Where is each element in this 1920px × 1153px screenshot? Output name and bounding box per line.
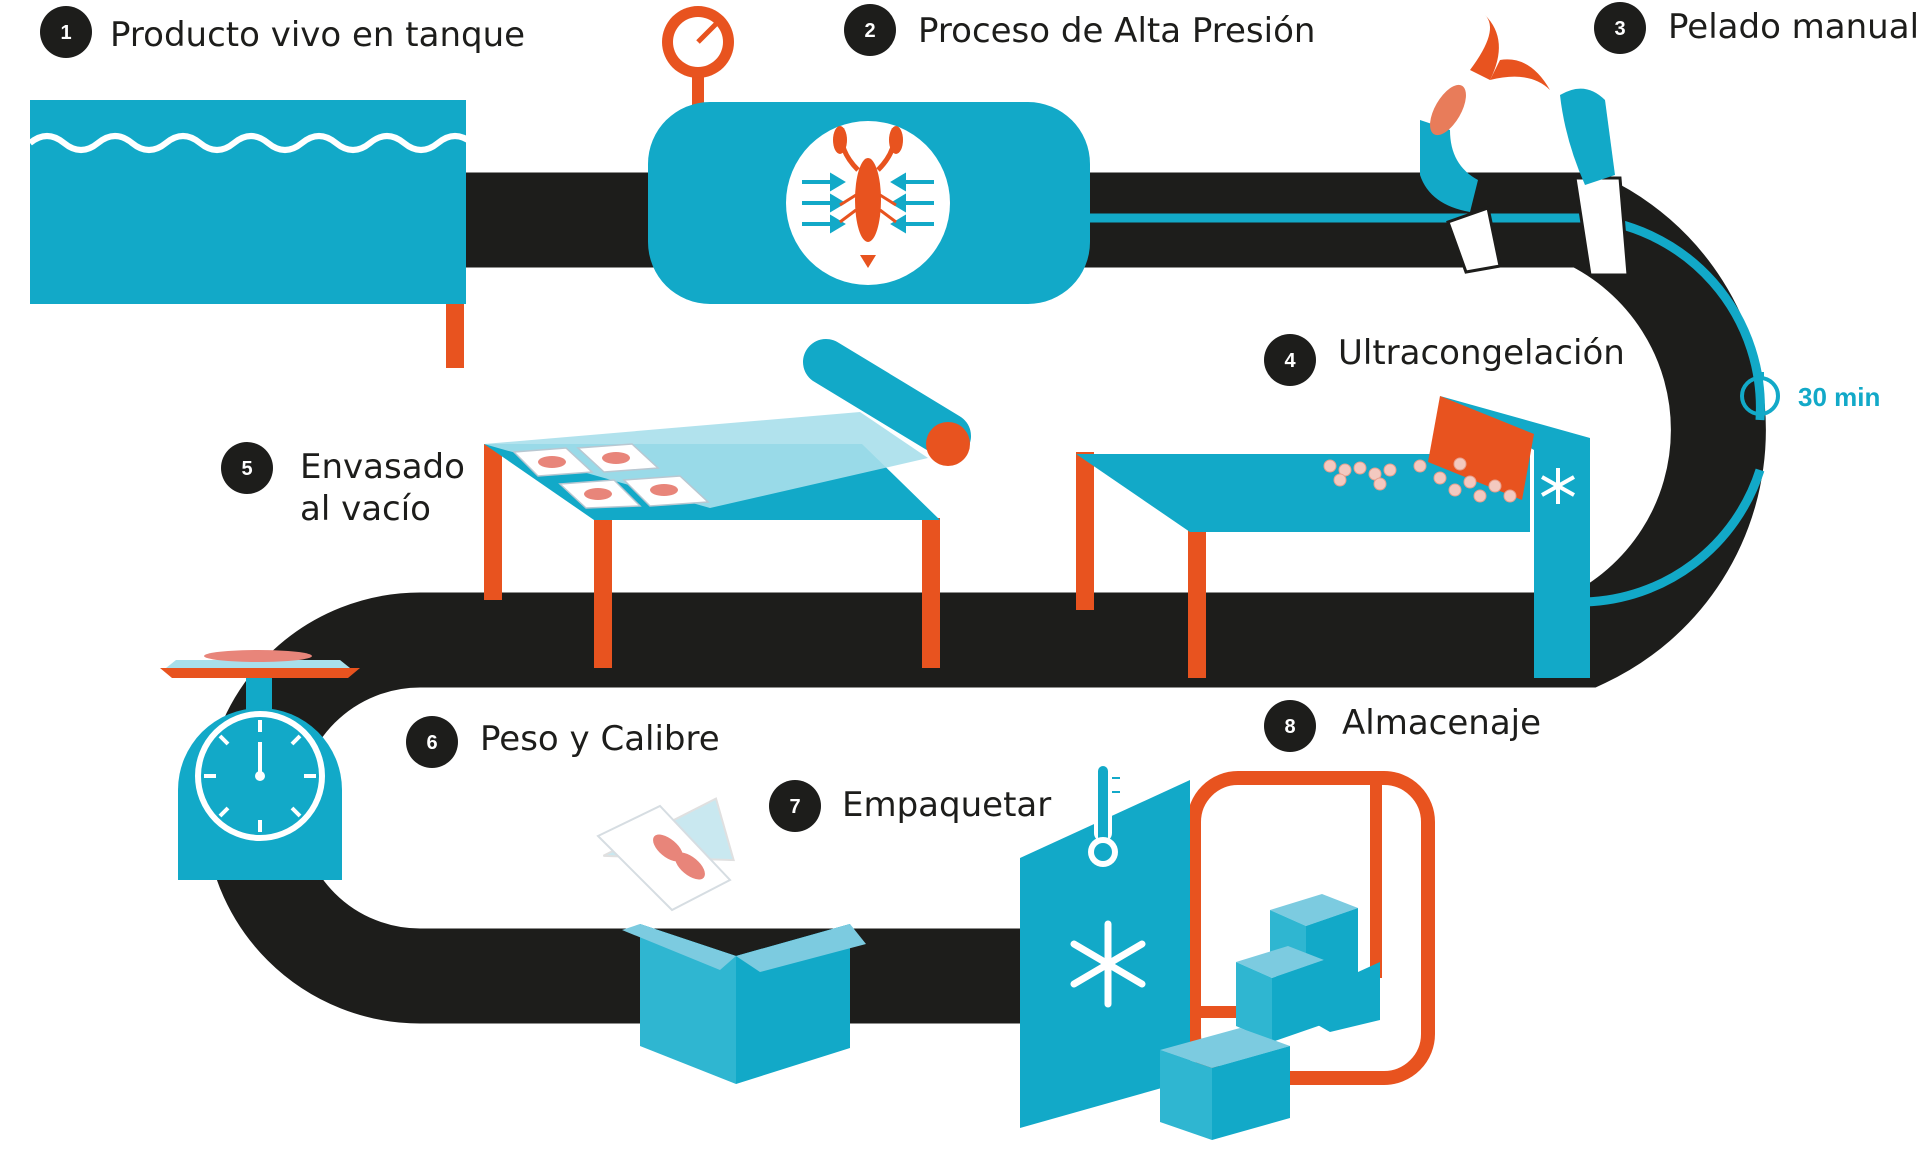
- timer-label: 30 min: [1798, 382, 1880, 412]
- lobster-icon: [833, 126, 903, 268]
- vacuum-pack-table-icon: [484, 339, 971, 668]
- step-2-badge: [844, 4, 896, 56]
- step-8-label: Almacenaje: [1342, 703, 1541, 743]
- weighing-scale-icon: [160, 650, 360, 880]
- step-5-label-line2: al vacío: [300, 489, 431, 529]
- step-7-number: 7: [789, 796, 800, 818]
- step-1-badge: [40, 6, 92, 58]
- pressure-chamber-icon: [648, 6, 1090, 304]
- step-5-number: 5: [241, 458, 252, 480]
- step-4-number: 4: [1284, 350, 1296, 372]
- step-6-badge: [406, 716, 458, 768]
- storage-boxes: [1160, 894, 1380, 1140]
- step-8-badge: [1264, 700, 1316, 752]
- step-2-label: Proceso de Alta Presión: [918, 11, 1315, 51]
- cardboard-box-icon: [596, 797, 866, 1084]
- step-1-number: 1: [60, 22, 71, 44]
- snowflake-icon: [1541, 468, 1575, 504]
- step-3-number: 3: [1614, 18, 1625, 40]
- thermometer-icon: [1088, 762, 1120, 867]
- step-5-label-line1: Envasado: [300, 447, 465, 487]
- cold-storage-icon: [1020, 762, 1435, 1140]
- step-7-label: Empaquetar: [842, 785, 1051, 825]
- freezer-table-icon: [1076, 396, 1590, 678]
- step-badges: 1 2 3 4 5 6 7 8: [40, 2, 1646, 832]
- snowflake-icon: [1070, 920, 1146, 1008]
- step-7-badge: [769, 780, 821, 832]
- water-tank-icon: [28, 100, 474, 368]
- step-4-label: Ultracongelación: [1338, 333, 1625, 373]
- step-1-label: Producto vivo en tanque: [110, 15, 525, 55]
- stopwatch-icon: [1740, 372, 1780, 416]
- step-3-badge: [1594, 2, 1646, 54]
- gloved-hands-icon: [1420, 15, 1630, 277]
- step-4-badge: [1264, 334, 1316, 386]
- step-6-label: Peso y Calibre: [480, 719, 720, 759]
- step-6-number: 6: [426, 732, 437, 754]
- step-2-number: 2: [864, 20, 875, 42]
- step-3-label: Pelado manual: [1668, 7, 1919, 47]
- step-5-badge: [221, 442, 273, 494]
- step-8-number: 8: [1284, 716, 1295, 738]
- conveyor-belt: [204, 172, 1766, 1024]
